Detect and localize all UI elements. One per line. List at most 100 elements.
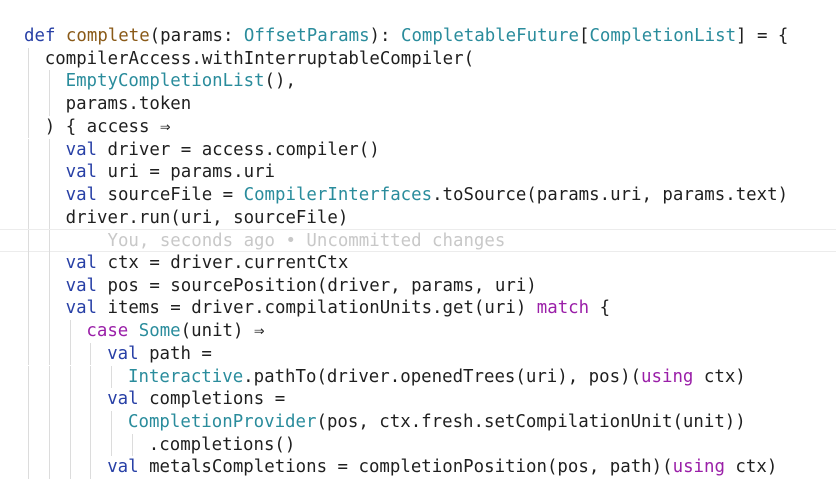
code-token: val [65, 275, 98, 296]
code-token: val [107, 389, 139, 410]
code-line[interactable]: params.token [0, 93, 836, 116]
code-text: val path = [107, 343, 212, 366]
indent-guide [48, 230, 50, 253]
code-token: [ [578, 26, 590, 46]
code-token: ctx) [693, 366, 746, 387]
code-text: val pos = sourcePosition(driver, params,… [66, 275, 537, 298]
code-token: (params: [149, 26, 244, 46]
code-token: val [65, 162, 98, 183]
code-line[interactable]: case Some(unit) ⇒ [0, 320, 836, 343]
indent-guide [69, 410, 71, 434]
code-token: ) { access ⇒ [44, 116, 171, 137]
code-line[interactable]: def complete(params: OffsetParams): Comp… [0, 25, 836, 48]
indent-guide [48, 161, 50, 184]
code-line[interactable]: val path = [0, 342, 836, 366]
code-token: compilerAccess.withInterruptableCompiler… [44, 48, 475, 69]
code-token: using [672, 457, 725, 478]
code-text: val completions = [107, 388, 285, 411]
code-token: pos = sourcePosition(driver, params, uri… [97, 275, 537, 296]
indent-guide [48, 365, 50, 389]
indent-guide [28, 70, 29, 94]
indent-guide [111, 410, 113, 434]
code-line[interactable]: val uri = params.uri [0, 161, 836, 184]
code-text: val metalsCompletions = completionPositi… [107, 456, 777, 479]
code-token: You, seconds ago • Uncommitted changes [65, 231, 506, 252]
code-text: val ctx = driver.currentCtx [66, 252, 349, 275]
code-text: val driver = access.compiler() [66, 139, 380, 162]
code-line[interactable]: val items = driver.compilationUnits.get(… [0, 297, 836, 321]
code-token: match [536, 298, 590, 319]
code-token: CompletableFuture [400, 26, 579, 46]
indent-guide [28, 433, 29, 457]
indent-guide [48, 388, 50, 411]
code-token: CompletionProvider [128, 411, 317, 432]
indent-guide [28, 297, 29, 321]
code-text: EmptyCompletionList(), [66, 70, 296, 93]
indent-guide [132, 433, 133, 457]
indent-guide [48, 342, 50, 366]
code-token: val [65, 298, 98, 319]
indent-guide [48, 252, 50, 275]
indent-guide [48, 274, 50, 298]
code-token: Interactive [128, 366, 244, 387]
code-line[interactable]: val completions = [0, 388, 836, 411]
indent-guide [90, 342, 92, 366]
code-token: ctx = driver.currentCtx [97, 253, 349, 273]
indent-guide [28, 206, 29, 230]
indent-guide [28, 252, 29, 275]
indent-guide [28, 115, 29, 139]
code-token [128, 321, 138, 341]
code-token: .toSource(params.uri, params.text) [432, 184, 789, 205]
code-token: driver = access.compiler() [97, 139, 380, 160]
indent-guide [111, 365, 113, 389]
code-token: ): [369, 26, 401, 46]
code-token: (unit) ⇒ [180, 321, 265, 342]
code-token: val [107, 343, 139, 364]
code-text: val items = driver.compilationUnits.get(… [66, 297, 610, 320]
code-token: val [107, 457, 139, 478]
code-text: CompletionProvider(pos, ctx.fresh.setCom… [128, 411, 746, 434]
code-token: CompilerInterfaces [243, 184, 433, 205]
code-line[interactable]: compilerAccess.withInterruptableCompiler… [0, 47, 836, 71]
code-line[interactable]: val sourceFile = CompilerInterfaces.toSo… [0, 183, 836, 207]
indent-guide [90, 388, 92, 411]
indent-guide [90, 410, 92, 434]
indent-guide [28, 138, 29, 162]
code-line[interactable]: val pos = sourcePosition(driver, params,… [0, 274, 836, 298]
indent-guide [48, 183, 50, 207]
indent-guide [28, 230, 29, 253]
indent-guide [48, 297, 50, 321]
code-line[interactable]: .completions() [0, 433, 836, 457]
indent-guide [48, 456, 50, 479]
code-token: uri = params.uri [97, 162, 276, 183]
code-line[interactable]: driver.run(uri, sourceFile) [0, 206, 836, 230]
code-line[interactable]: ) { access ⇒ [0, 115, 836, 139]
code-text: params.token [66, 93, 192, 116]
code-token: complete [65, 26, 150, 46]
indent-guide [28, 342, 29, 366]
blame-annotation-line[interactable]: You, seconds ago • Uncommitted changes [0, 229, 836, 253]
indent-guide [69, 456, 71, 479]
code-text: def complete(params: OffsetParams): Comp… [24, 25, 788, 48]
code-token: OffsetParams [243, 26, 370, 46]
indent-guide [69, 320, 71, 343]
code-line[interactable]: val driver = access.compiler() [0, 138, 836, 162]
indent-guide [28, 161, 29, 184]
code-text: .completions() [149, 434, 296, 457]
code-text: driver.run(uri, sourceFile) [66, 207, 349, 230]
code-line[interactable]: Interactive.pathTo(driver.openedTrees(ur… [0, 365, 836, 389]
code-token: EmptyCompletionList [65, 71, 265, 92]
code-token: CompletionList [589, 26, 737, 46]
code-line[interactable]: EmptyCompletionList(), [0, 70, 836, 94]
code-line[interactable]: val metalsCompletions = completionPositi… [0, 456, 836, 479]
indent-guide [28, 47, 29, 71]
code-line[interactable]: CompletionProvider(pos, ctx.fresh.setCom… [0, 410, 836, 434]
indent-guide [28, 183, 29, 207]
code-token [55, 26, 65, 46]
code-token: ] = { [736, 26, 789, 46]
code-token: val [65, 253, 98, 273]
code-token: Some [138, 321, 181, 342]
code-line[interactable]: val ctx = driver.currentCtx [0, 252, 836, 275]
code-token: .completions() [148, 434, 296, 455]
